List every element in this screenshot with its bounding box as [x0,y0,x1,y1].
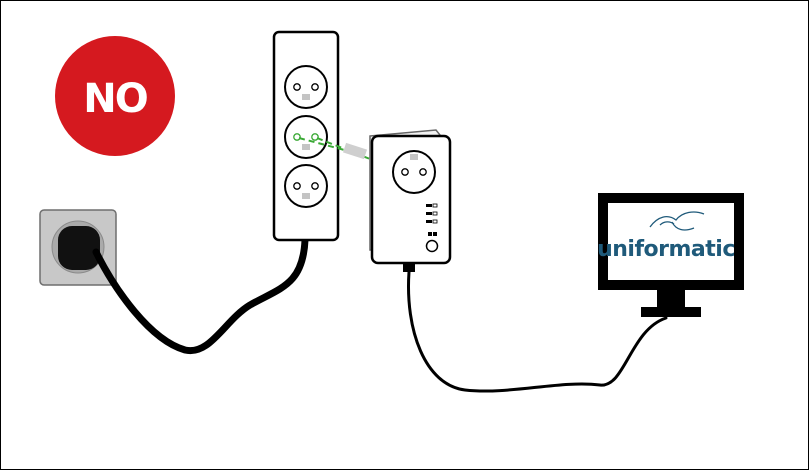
wall-outlet [39,209,117,286]
strip-socket-3 [284,164,328,208]
adapter-pair-button [425,239,439,253]
monitor-neck [657,290,685,308]
no-badge-label: NO [83,76,146,122]
adapter-ethernet-port [403,263,415,272]
adapter-socket [392,150,436,194]
strip-socket-2 [284,115,328,159]
ethernet-cable [407,270,668,393]
monitor-base [641,307,701,317]
adapter-prong-indicator [298,137,371,160]
monitor-screen [608,203,734,280]
brand-label: uniformatic [597,237,735,262]
power-strip-cable [92,236,309,355]
wall-plug [58,226,100,270]
adapter-status-leds [426,203,438,236]
monitor: uniformatic [597,193,744,317]
brand-bird-logo [649,211,705,231]
no-badge: NO [55,36,175,156]
power-strip [272,30,340,242]
no-badge-circle [55,36,175,156]
powerline-adapter [369,129,452,272]
strip-socket-1 [284,65,328,109]
